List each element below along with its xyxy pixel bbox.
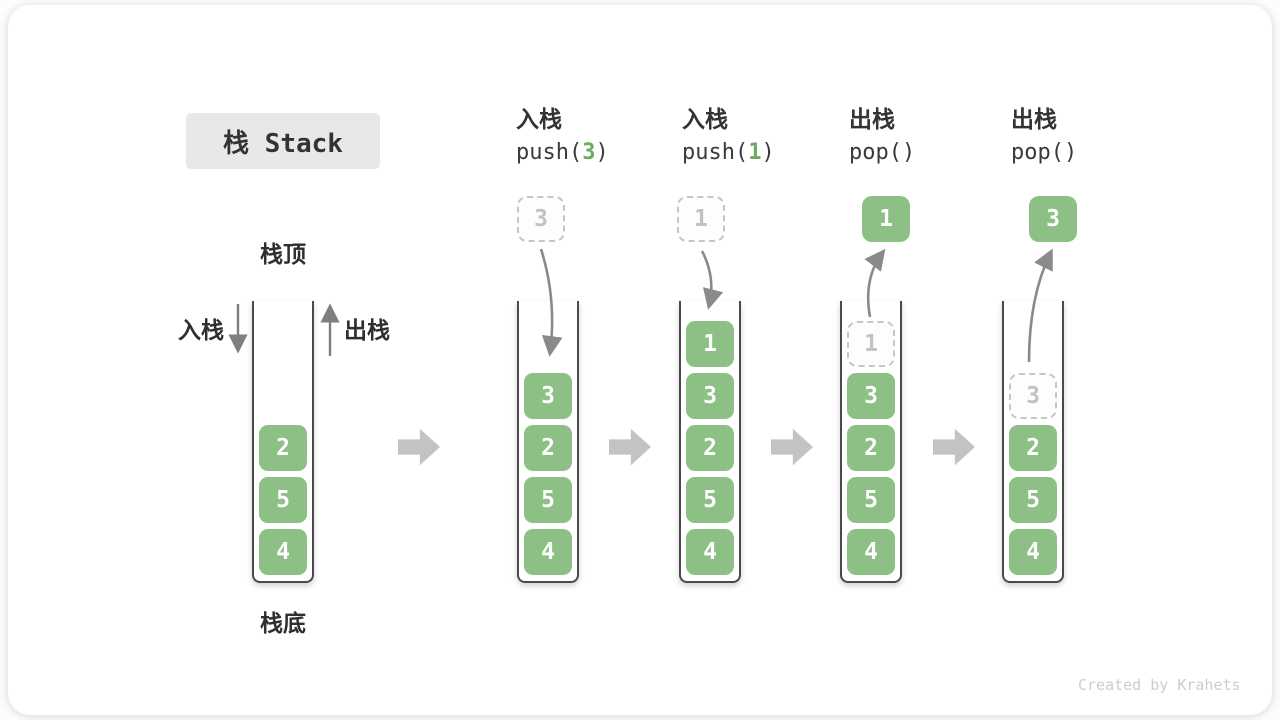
stack-after-pop-2: 3 2 5 4 — [1002, 301, 1064, 583]
stack-cell: 4 — [259, 529, 307, 575]
stack-cell: 5 — [259, 477, 307, 523]
stage-label: 出栈 — [1011, 106, 1057, 132]
stage-label: 入栈 — [682, 106, 728, 132]
stage-label: 出栈 — [849, 106, 895, 132]
diagram-title: 栈 Stack — [186, 113, 380, 169]
stack-after-pop-1: 1 3 2 5 4 — [840, 301, 902, 583]
stage-code: pop() — [849, 142, 915, 164]
code-prefix: pop( — [1011, 140, 1064, 165]
push-side-label: 入栈 — [178, 317, 224, 343]
stack-cell: 2 — [686, 425, 734, 471]
watermark: Created by Krahets — [1078, 676, 1241, 694]
stack-cell: 5 — [1009, 477, 1057, 523]
popped-value-box: 1 — [862, 196, 910, 242]
stage-code: push(1) — [682, 142, 775, 164]
stack-after-push-1: 1 3 2 5 4 — [679, 301, 741, 583]
incoming-value-box: 1 — [677, 196, 725, 242]
stage-header-push-3: 入栈 push(3) — [516, 108, 609, 164]
stack-cell: 5 — [847, 477, 895, 523]
code-suffix: ) — [761, 140, 775, 165]
stage-header-pop-1: 出栈 pop() — [849, 108, 915, 164]
code-suffix: ) — [1063, 140, 1078, 165]
stack-bottom-label: 栈底 — [260, 610, 306, 636]
diagram-title-label: 栈 Stack — [223, 128, 343, 159]
stage-code: push(3) — [516, 142, 609, 164]
stack-cell: 1 — [686, 321, 734, 367]
popped-value-box: 3 — [1029, 196, 1077, 242]
code-arg: 3 — [582, 140, 596, 165]
code-arg: 1 — [748, 140, 762, 165]
removed-cell-ghost: 3 — [1009, 373, 1057, 419]
stack-cell: 5 — [686, 477, 734, 523]
stack-initial: 2 5 4 — [252, 301, 314, 583]
stack-cell: 2 — [259, 425, 307, 471]
stack-cell: 2 — [847, 425, 895, 471]
stage-code: pop() — [1011, 142, 1077, 164]
stage-label: 入栈 — [516, 106, 562, 132]
stage-header-push-1: 入栈 push(1) — [682, 108, 775, 164]
code-suffix: ) — [595, 140, 609, 165]
stack-cell: 4 — [524, 529, 572, 575]
code-prefix: push( — [516, 140, 583, 165]
code-suffix: ) — [901, 140, 916, 165]
stack-cell: 4 — [686, 529, 734, 575]
pop-side-label: 出栈 — [344, 317, 390, 343]
stack-cell: 5 — [524, 477, 572, 523]
stack-cell: 2 — [1009, 425, 1057, 471]
stack-cell: 3 — [847, 373, 895, 419]
stack-top-label: 栈顶 — [260, 241, 306, 267]
stack-cell: 3 — [686, 373, 734, 419]
stack-cell: 4 — [847, 529, 895, 575]
stack-cell: 4 — [1009, 529, 1057, 575]
incoming-value-box: 3 — [517, 196, 565, 242]
stack-after-push-3: 3 2 5 4 — [517, 301, 579, 583]
code-prefix: pop( — [849, 140, 902, 165]
code-prefix: push( — [682, 140, 749, 165]
stack-cell: 3 — [524, 373, 572, 419]
stack-cell: 2 — [524, 425, 572, 471]
diagram-card — [8, 5, 1272, 715]
stage-header-pop-2: 出栈 pop() — [1011, 108, 1077, 164]
removed-cell-ghost: 1 — [847, 321, 895, 367]
